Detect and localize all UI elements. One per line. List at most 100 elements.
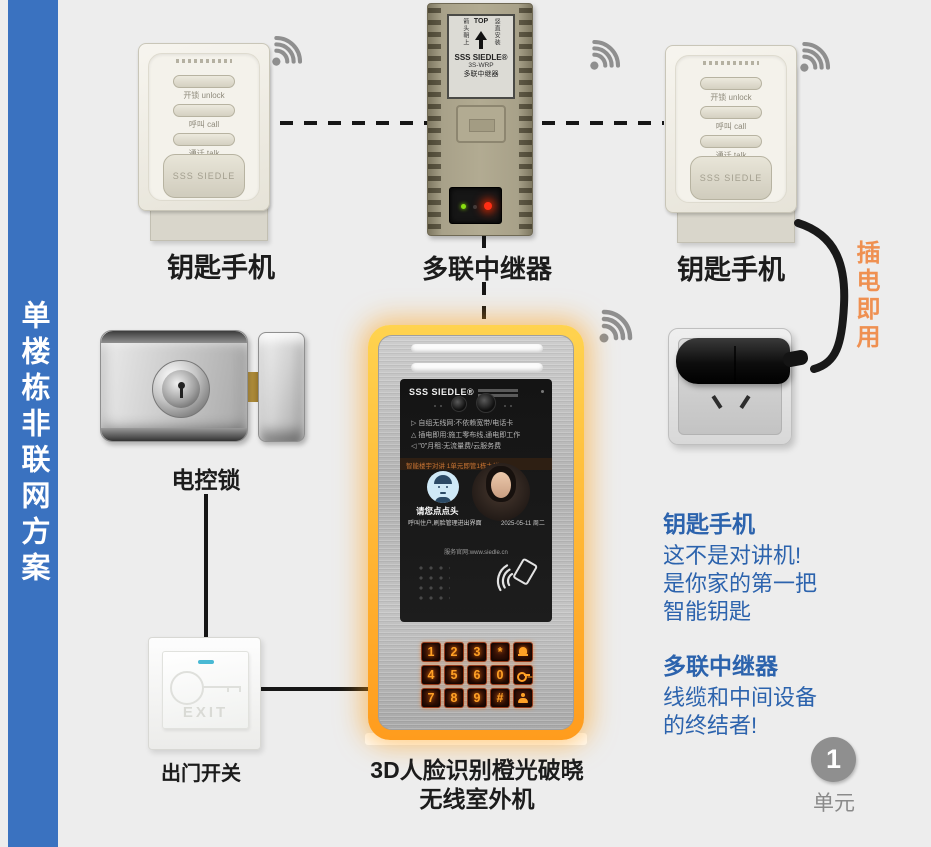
wifi-icon <box>272 35 303 66</box>
screen-brand: SSS SIEDLE® <box>409 387 475 397</box>
key-6: 6 <box>467 665 487 685</box>
key-outline-shaft <box>203 686 241 692</box>
screen-website: 服务官网:www.siedle.cn <box>444 550 508 556</box>
key-2: 2 <box>444 642 464 662</box>
unlock-button <box>173 75 235 88</box>
key-phone-face: 开锁 unlock 呼叫 call 通话 talk SSS SIEDLE <box>675 55 787 203</box>
dashed-link-down-top <box>482 235 486 251</box>
exit-button: EXIT <box>162 651 249 729</box>
key-star: * <box>490 642 510 662</box>
repeater-tab <box>456 105 506 143</box>
exit-led <box>197 660 214 664</box>
vertical-install-note: 竖直安装 <box>493 18 500 46</box>
call-label: 呼叫 call <box>188 120 220 129</box>
unit-screen: SSS SIEDLE® ▷ 自组无线网:不依赖宽带/电话卡 △ 插电即用:施工零… <box>400 379 552 622</box>
note-line: 这不是对讲机! <box>663 543 802 568</box>
screen-date: 2025-05-11 周二 <box>501 521 545 527</box>
key-0: 0 <box>490 665 510 685</box>
dim-led <box>473 205 477 209</box>
dashed-link-right <box>542 121 664 125</box>
screen-hint: 呼叫住户,刷脸管理进出界面 <box>408 521 482 527</box>
power-cable <box>794 219 849 373</box>
caption-exit-switch: 出门开关 <box>161 763 241 785</box>
caption-key-phone-right: 钥匙手机 <box>677 255 785 285</box>
repeater-name: 多联中继器 <box>463 71 499 78</box>
keypad: 1 2 3 * 4 5 6 0 7 8 9 # <box>421 642 533 708</box>
visitor-photo <box>472 463 530 521</box>
brand-button: SSS SIEDLE <box>690 156 772 200</box>
feature-line: ◁ "0"月租:无流量费/云服务费 <box>411 443 502 450</box>
adapter-body <box>676 338 790 384</box>
outdoor-unit-panel: SSS SIEDLE® ▷ 自组无线网:不依赖宽带/电话卡 △ 插电即用:施工零… <box>378 335 574 730</box>
ir-dot <box>510 405 512 407</box>
unlock-button <box>700 77 762 90</box>
face-guide-avatar <box>427 471 459 503</box>
power-adapter <box>676 334 812 388</box>
note-title: 多联中继器 <box>663 653 778 679</box>
wifi-icon <box>800 41 831 72</box>
feature-line: ▷ 自组无线网:不依赖宽带/电话卡 <box>411 420 514 427</box>
lock-body <box>100 330 248 442</box>
repeater-led-window <box>449 187 502 224</box>
wifi-icon <box>590 39 621 70</box>
nfc-card-icon <box>496 558 538 592</box>
key-1: 1 <box>421 642 441 662</box>
note-line: 智能钥匙 <box>663 599 752 624</box>
unit-number-label: 单元 <box>813 792 855 815</box>
exit-text: EXIT <box>182 704 229 721</box>
speaker-grille <box>416 563 450 603</box>
speaker-vent <box>703 61 759 65</box>
note-line: 是你家的第一把 <box>663 571 818 596</box>
sidebar-title: 单楼栋非联网方案 <box>17 300 49 588</box>
repeater-brand: SSS SIEDLE® <box>454 53 508 62</box>
key-bell <box>513 642 533 662</box>
key-phone-face: 开锁 unlock 呼叫 call 通话 talk SSS SIEDLE <box>148 53 260 201</box>
socket-slot-left <box>711 395 723 409</box>
green-led <box>461 204 466 209</box>
up-arrow-icon <box>474 25 487 40</box>
lock-cylinder <box>152 360 210 418</box>
top-label: TOP <box>473 18 489 25</box>
screen-brand-tagline <box>478 389 518 399</box>
electric-lock <box>100 330 306 446</box>
talk-label: 通话 talk <box>149 148 259 159</box>
arrow-up-note: 箭头朝上 <box>461 18 468 46</box>
person-icon <box>518 693 528 703</box>
key-phone-left: 开锁 unlock 呼叫 call 通话 talk SSS SIEDLE <box>138 43 270 245</box>
key-5: 5 <box>444 665 464 685</box>
cable-boot <box>781 348 810 369</box>
ir-dot <box>504 405 506 407</box>
key-7: 7 <box>421 688 441 708</box>
dashed-link-left <box>280 121 428 125</box>
screen-prompt: 请您点点头 <box>416 506 459 516</box>
note-title: 钥匙手机 <box>663 511 755 537</box>
key-phone-right: 开锁 unlock 呼叫 call 通话 talk SSS SIEDLE <box>665 45 797 247</box>
key-outline-circle <box>170 671 204 705</box>
call-button <box>173 104 235 117</box>
wire-lock-to-exit <box>204 494 208 638</box>
repeater-label-plate: 箭头朝上 TOP 竖直安装 SSS SIEDLE® 3S-WRP 多联中继器 <box>447 14 515 99</box>
repeater-device: 箭头朝上 TOP 竖直安装 SSS SIEDLE® 3S-WRP 多联中继器 <box>427 3 533 236</box>
key-hash: # <box>490 688 510 708</box>
outdoor-unit: SSS SIEDLE® ▷ 自组无线网:不依赖宽带/电话卡 △ 插电即用:施工零… <box>368 325 584 740</box>
lock-indicator <box>123 429 136 434</box>
lock-strike-plate <box>258 332 305 442</box>
key-3: 3 <box>467 642 487 662</box>
camera-lens <box>451 396 467 412</box>
screen-banner: 智能楼宇对讲 1单元即管1栋大堂 <box>400 458 552 470</box>
socket-slot-right <box>739 395 751 409</box>
wifi-icon <box>599 309 633 343</box>
unit-number-badge: 1 <box>811 737 856 782</box>
talk-label: 通话 talk <box>676 150 786 161</box>
key-phone-body: 开锁 unlock 呼叫 call 通话 talk SSS SIEDLE <box>665 45 797 213</box>
call-button <box>700 106 762 119</box>
feature-list: ▷ 自组无线网:不依赖宽带/电话卡 △ 插电即用:施工零布线,通电即工作 ◁ "… <box>411 418 520 453</box>
unlock-label: 开锁 unlock <box>183 91 225 100</box>
key-9: 9 <box>467 688 487 708</box>
key-4: 4 <box>421 665 441 685</box>
repeater-model: 3S-WRP <box>468 62 494 69</box>
caption-key-phone-left: 钥匙手机 <box>167 253 275 283</box>
note-line: 线缆和中间设备 <box>663 685 818 710</box>
key-8: 8 <box>444 688 464 708</box>
